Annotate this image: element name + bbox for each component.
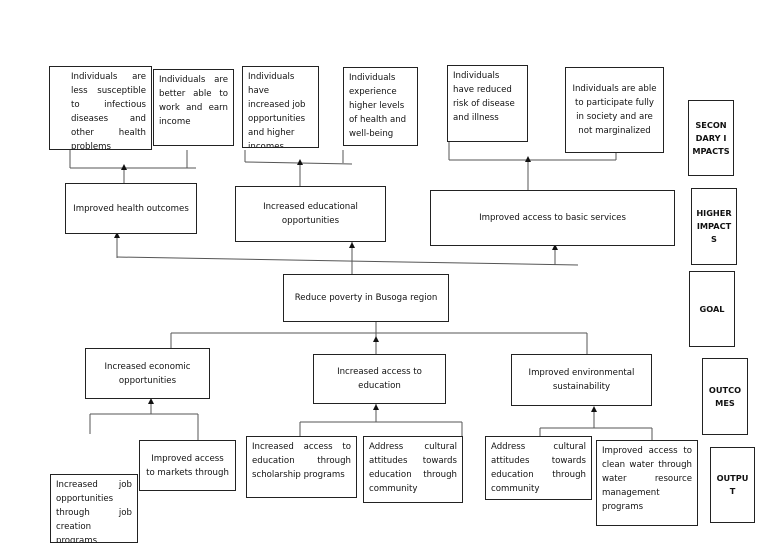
output-box-job-creation: Increased job opportunities through job … xyxy=(50,474,138,543)
impact-box-work-income: Individuals are better able to work and … xyxy=(153,69,234,146)
level-label-goal: GOAL xyxy=(689,271,735,347)
level-label-secondary-impacts: SECONDARY IMPACTS xyxy=(688,100,734,176)
output-box-cultural-attitudes-1: Address cultural attitudes towards educa… xyxy=(363,436,463,503)
impact-box-job-opportunities: Individuals have increased job opportuni… xyxy=(242,66,319,148)
output-box-scholarship: Increased access to education through sc… xyxy=(246,436,357,498)
outcome-box-economic: Increased economic opportunities xyxy=(85,348,210,399)
output-box-clean-water: Improved access to clean water through w… xyxy=(596,440,698,526)
level-label-outcomes: OUTCOMES xyxy=(702,358,748,435)
impact-box-health: Individuals are less susceptible to infe… xyxy=(49,66,152,150)
level-label-output: OUTPUT xyxy=(710,447,755,523)
level-label-higher-impacts: HIGHER IMPACTS xyxy=(691,188,737,265)
output-box-cultural-attitudes-2: Address cultural attitudes towards educa… xyxy=(485,436,592,500)
impact-box-wellbeing: Individuals experience higher levels of … xyxy=(343,67,418,146)
impact-box-participation: Individuals are able to participate full… xyxy=(565,67,664,153)
outcome-box-education-access: Increased access to education xyxy=(313,354,446,404)
goal-box: Reduce poverty in Busoga region xyxy=(283,274,449,322)
impact-box-disease-risk: Individuals have reduced risk of disease… xyxy=(447,65,528,142)
output-box-market-access: Improved access to markets through xyxy=(139,440,236,491)
higher-box-basic-services: Improved access to basic services xyxy=(430,190,675,246)
higher-box-health-outcomes: Improved health outcomes xyxy=(65,183,197,234)
outcome-box-environment: Improved environmental sustainability xyxy=(511,354,652,406)
higher-box-educational-opportunities: Increased educational opportunities xyxy=(235,186,386,242)
